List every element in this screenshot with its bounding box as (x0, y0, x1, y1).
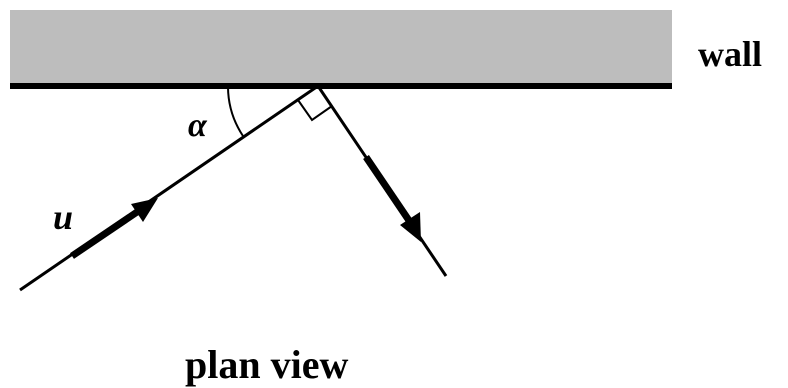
velocity-label: u (53, 197, 73, 237)
incoming-arrowhead-icon (131, 198, 158, 222)
outgoing-arrowhead-icon (400, 212, 421, 242)
caption-label: plan view (185, 342, 348, 387)
angle-label: α (188, 107, 208, 144)
wall-label: wall (698, 34, 762, 74)
incoming-path (19, 84, 319, 292)
incoming-arrow-shaft (70, 207, 142, 259)
angle-arc (227, 86, 244, 137)
outgoing-arrow-shaft (363, 155, 413, 224)
right-angle-marker (297, 99, 333, 122)
wall-block (10, 10, 672, 85)
